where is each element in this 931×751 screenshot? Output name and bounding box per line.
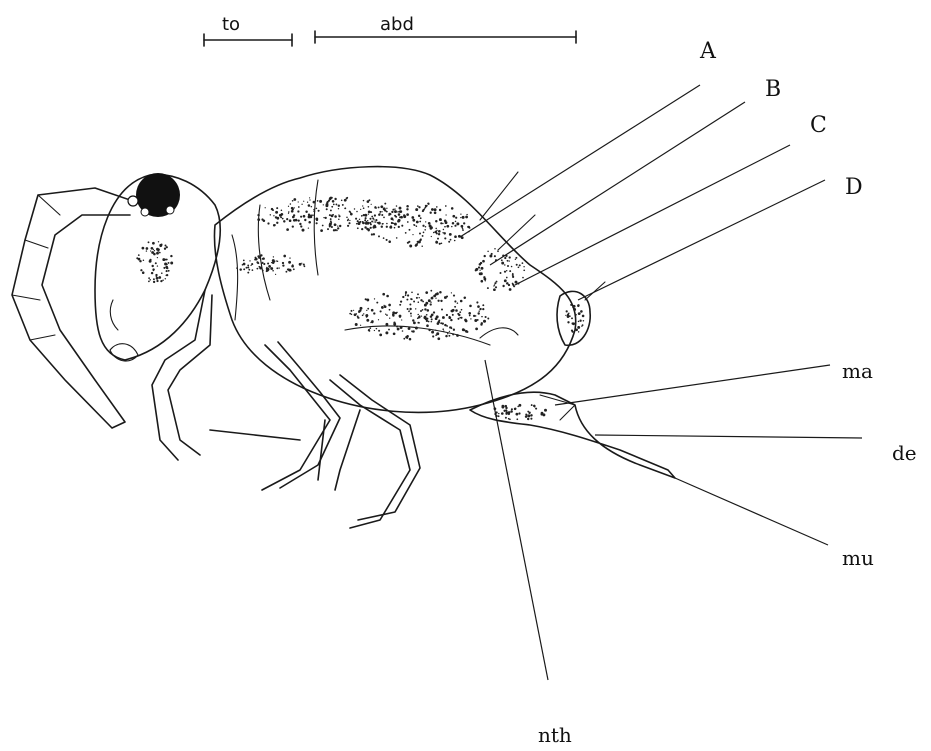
head bbox=[95, 173, 220, 361]
antenna bbox=[12, 188, 130, 428]
label-nth: nth bbox=[538, 723, 572, 747]
label-A: A bbox=[699, 39, 717, 64]
label-B: B bbox=[765, 77, 781, 102]
scale-bar-abd bbox=[315, 31, 576, 43]
label-to: to bbox=[222, 14, 240, 35]
label-C: C bbox=[810, 113, 827, 138]
bristles bbox=[480, 172, 605, 300]
label-D: D bbox=[845, 175, 863, 200]
scale-bar-to bbox=[204, 34, 292, 46]
label-abd: abd bbox=[380, 14, 414, 35]
stippling bbox=[136, 197, 584, 421]
body bbox=[214, 167, 590, 413]
label-de: de bbox=[892, 441, 917, 465]
label-ma: ma bbox=[842, 359, 873, 383]
leader-lines bbox=[460, 85, 862, 680]
label-mu: mu bbox=[842, 546, 874, 570]
